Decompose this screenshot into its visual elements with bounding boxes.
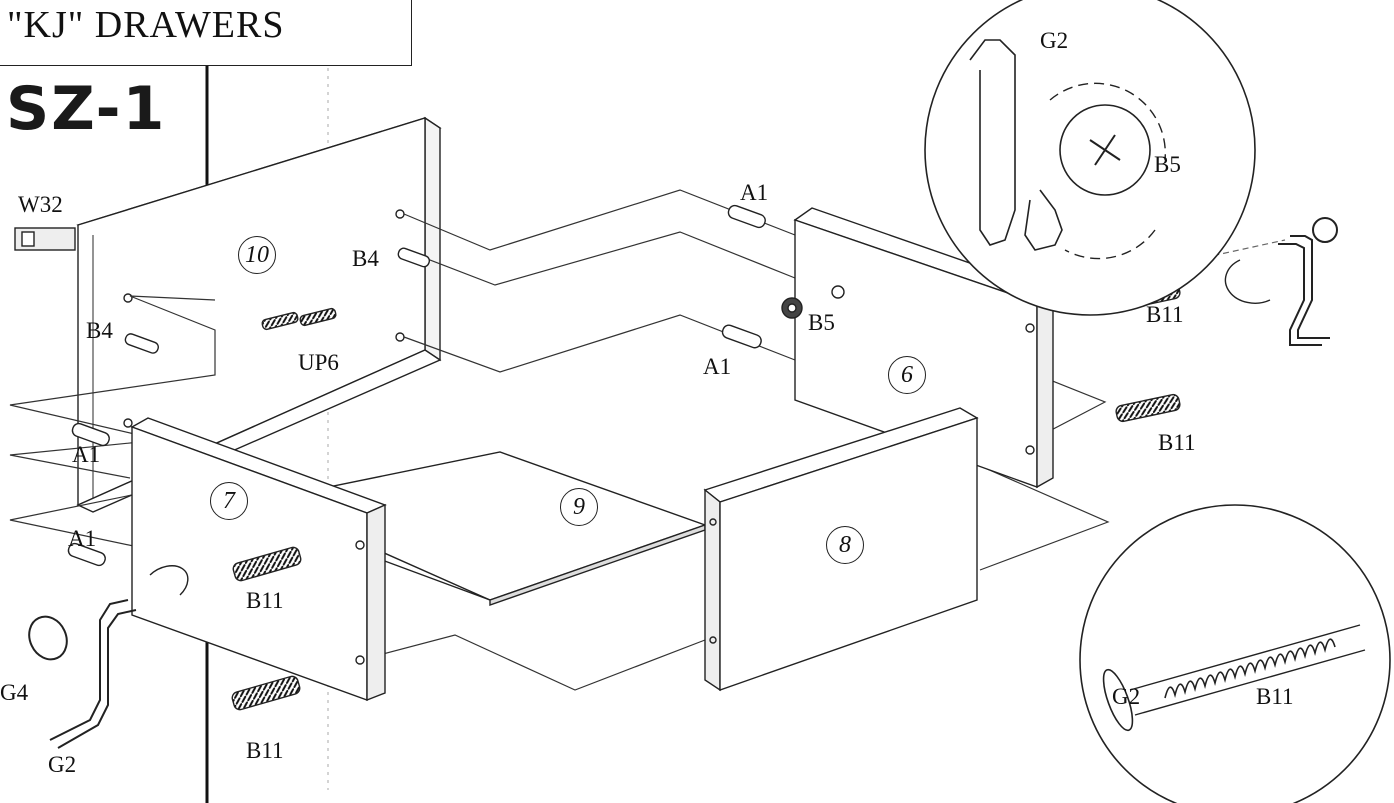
part-label-a1-front: A1 xyxy=(68,526,97,551)
part-label-a1-mid: A1 xyxy=(703,354,732,379)
panel-number-9: 9 xyxy=(560,488,598,526)
part-label-b4-left: B4 xyxy=(86,318,113,343)
part-label-b11-bottom: B11 xyxy=(246,738,284,763)
detail-cam-lock-label-b5: B5 xyxy=(1154,152,1181,177)
detail-cam-lock-label-g2: G2 xyxy=(1040,28,1069,53)
detail-screw-label-g2: G2 xyxy=(1112,684,1141,709)
panel-number-10: 10 xyxy=(238,236,276,274)
detail-screw xyxy=(1079,504,1391,803)
part-label-a1-back: A1 xyxy=(72,442,101,467)
diagram-title: "KJ" DRAWERS xyxy=(7,4,285,46)
part-label-b11-front: B11 xyxy=(246,588,284,613)
detail-cam-lock xyxy=(924,0,1256,316)
detail-screw-label-b11: B11 xyxy=(1256,684,1294,709)
cam-lock xyxy=(781,297,803,319)
part-label-g4: G4 xyxy=(0,680,29,705)
part-label-b11-top: B11 xyxy=(1146,302,1184,327)
back-panel xyxy=(76,116,442,513)
part-label-g2: G2 xyxy=(48,752,77,777)
title-box: "KJ" DRAWERS xyxy=(0,0,412,66)
part-label-w32: W32 xyxy=(18,192,63,217)
handles xyxy=(28,217,1338,749)
w32-bracket xyxy=(14,227,76,251)
panel-number-7: 7 xyxy=(210,482,248,520)
part-label-a1-top: A1 xyxy=(740,180,769,205)
panel-number-8: 8 xyxy=(826,526,864,564)
part-label-up6: UP6 xyxy=(298,350,339,375)
part-label-b4-right: B4 xyxy=(352,246,379,271)
panel-number-6: 6 xyxy=(888,356,926,394)
model-code: SZ-1 xyxy=(6,74,167,144)
dowels xyxy=(67,204,766,567)
part-label-b5: B5 xyxy=(808,310,835,335)
part-label-b11-right: B11 xyxy=(1158,430,1196,455)
